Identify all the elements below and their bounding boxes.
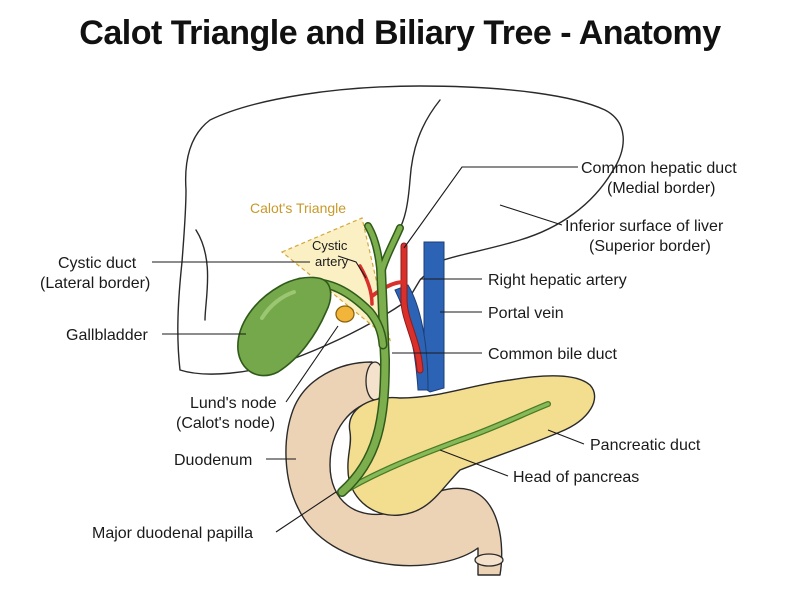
pancreas xyxy=(340,375,596,516)
cystic-artery-label-line2: artery xyxy=(315,254,349,269)
diagram-title: Calot Triangle and Biliary Tree - Anatom… xyxy=(79,14,721,52)
inferior-surface-label: Inferior surface of liver xyxy=(565,218,724,235)
cystic-artery-label-line1: Cystic xyxy=(312,238,348,253)
major-papilla-label: Major duodenal papilla xyxy=(92,525,253,542)
cystic-duct-label: Cystic duct xyxy=(58,255,137,272)
cystic-artery-label-2: artery xyxy=(315,254,349,269)
lunds-node-label: Lund's node xyxy=(190,395,277,412)
cystic-duct-sublabel: (Lateral border) xyxy=(40,275,150,292)
calots-triangle-label: Calot's Triangle xyxy=(250,200,346,216)
inferior-surface-sublabel: (Superior border) xyxy=(589,238,711,255)
gallbladder xyxy=(237,276,332,377)
lunds-node-sublabel: (Calot's node) xyxy=(176,415,275,432)
pancreatic-duct-label: Pancreatic duct xyxy=(590,437,701,454)
head-of-pancreas-label: Head of pancreas xyxy=(513,469,639,486)
right-hepatic-artery-label: Right hepatic artery xyxy=(488,272,627,289)
common-hepatic-duct-label: Common hepatic duct xyxy=(581,160,737,177)
leader-lines xyxy=(152,166,585,533)
duodenum-label: Duodenum xyxy=(174,452,252,469)
common-hepatic-duct-sublabel: (Medial border) xyxy=(607,180,715,197)
common-bile-duct-label: Common bile duct xyxy=(488,346,618,363)
lunds-node xyxy=(335,305,355,323)
cystic-artery-label: Cystic xyxy=(312,238,348,253)
portal-vein-label: Portal vein xyxy=(488,305,564,322)
gallbladder-label: Gallbladder xyxy=(66,327,149,344)
